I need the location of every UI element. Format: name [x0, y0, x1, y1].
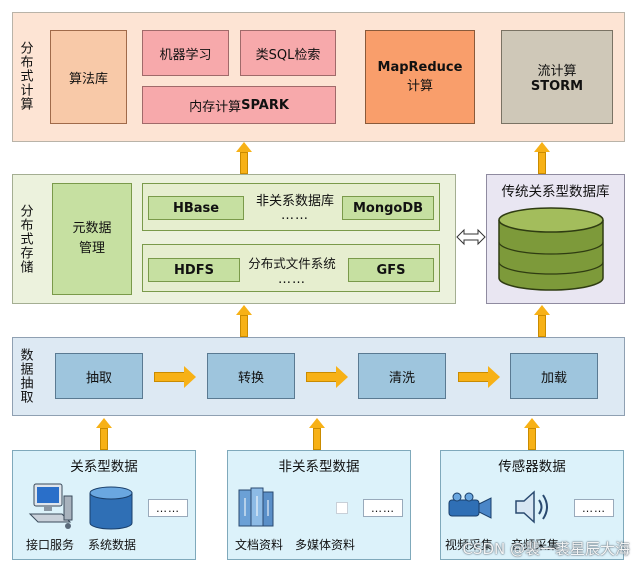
hbase-box: HBase — [148, 196, 244, 220]
document-archive-icon — [238, 487, 274, 527]
gfs-box: GFS — [348, 258, 434, 282]
database-cylinder-icon — [498, 207, 604, 291]
hbase-label: HBase — [172, 200, 220, 216]
metadata-label: 元数据管理 — [72, 221, 112, 256]
arrow-up-rdb-to-compute — [534, 142, 550, 174]
arrow-up-extract-to-storage — [236, 305, 252, 337]
step-load-label: 加载 — [540, 370, 567, 386]
stream-computing-box: 流计算 STORM — [501, 30, 613, 124]
step-extract-box: 抽取 — [55, 353, 143, 399]
step-transform-label: 转换 — [237, 370, 264, 386]
arrow-right-1 — [154, 366, 196, 388]
storage-side-label: 分布式存储 — [17, 204, 33, 274]
spark-label-prefix: 内存计算 — [189, 99, 242, 115]
machine-learning-box: 机器学习 — [142, 30, 229, 76]
sensor-source-title: 传感器数据 — [498, 459, 566, 475]
rdb-title: 传统关系型数据库 — [501, 184, 610, 200]
relational-item-2: 系统数据 — [87, 538, 136, 552]
metadata-box: 元数据管理 — [52, 183, 132, 295]
computer-icon — [28, 483, 73, 529]
mongodb-box: MongoDB — [342, 196, 434, 220]
hdfs-label: HDFS — [174, 262, 214, 278]
compute-side-label: 分布式计算 — [17, 41, 33, 111]
extract-side-label: 数据抽取 — [17, 348, 33, 404]
nonrelational-source-title: 非关系型数据 — [278, 459, 360, 475]
mapreduce-box: MapReduce 计算 — [365, 30, 475, 124]
relational-dots: …… — [148, 499, 188, 517]
step-clean-box: 清洗 — [358, 353, 446, 399]
algorithm-library-label: 算法库 — [68, 71, 108, 87]
arrow-up-nonrelational-source — [309, 418, 325, 450]
arrow-right-2 — [306, 366, 348, 388]
sql-search-box: 类SQL检索 — [240, 30, 336, 76]
arrow-up-relational-source — [96, 418, 112, 450]
sensor-dots: …… — [574, 499, 614, 517]
dfs-label: 分布式文件系统 — [248, 256, 336, 271]
arrow-right-3 — [458, 366, 500, 388]
dfs-dots: …… — [278, 272, 306, 287]
mapreduce-sub-label: 计算 — [406, 79, 433, 94]
step-load-box: 加载 — [510, 353, 598, 399]
storm-label: STORM — [530, 79, 584, 94]
sql-search-label: 类SQL检索 — [255, 47, 321, 63]
nosql-dots: …… — [281, 208, 309, 223]
bidirectional-arrow — [456, 228, 486, 246]
nonrelational-item-2: 多媒体资料 — [294, 538, 355, 552]
arrow-up-extract-to-rdb — [534, 305, 550, 337]
step-clean-label: 清洗 — [388, 370, 415, 386]
watermark: CSDN @裴一裘星辰大海 — [462, 540, 630, 558]
database-icon — [89, 486, 133, 530]
algorithm-library-box: 算法库 — [50, 30, 127, 124]
nonrelational-dots: …… — [363, 499, 403, 517]
multimedia-icon — [336, 502, 348, 514]
hdfs-box: HDFS — [148, 258, 240, 282]
sensor-item-1: 视频采集 — [444, 538, 493, 552]
step-extract-label: 抽取 — [85, 370, 112, 386]
nosql-label: 非关系数据库 — [255, 194, 334, 209]
step-transform-box: 转换 — [207, 353, 295, 399]
mapreduce-label: MapReduce — [377, 60, 463, 75]
machine-learning-label: 机器学习 — [159, 47, 212, 63]
arrow-up-storage-to-compute — [236, 142, 252, 174]
relational-item-1: 接口服务 — [25, 538, 74, 552]
stream-computing-label: 流计算 — [537, 64, 577, 79]
sensor-item-2: 音频采集 — [510, 538, 559, 552]
relational-source-title: 关系型数据 — [70, 459, 138, 475]
gfs-label: GFS — [376, 262, 406, 278]
speaker-icon — [515, 490, 548, 524]
video-camera-icon — [448, 492, 492, 519]
spark-label-bold: SPARK — [241, 97, 289, 113]
nonrelational-item-1: 文档资料 — [234, 538, 283, 552]
mongodb-label: MongoDB — [352, 200, 424, 216]
arrow-up-sensor-source — [524, 418, 540, 450]
